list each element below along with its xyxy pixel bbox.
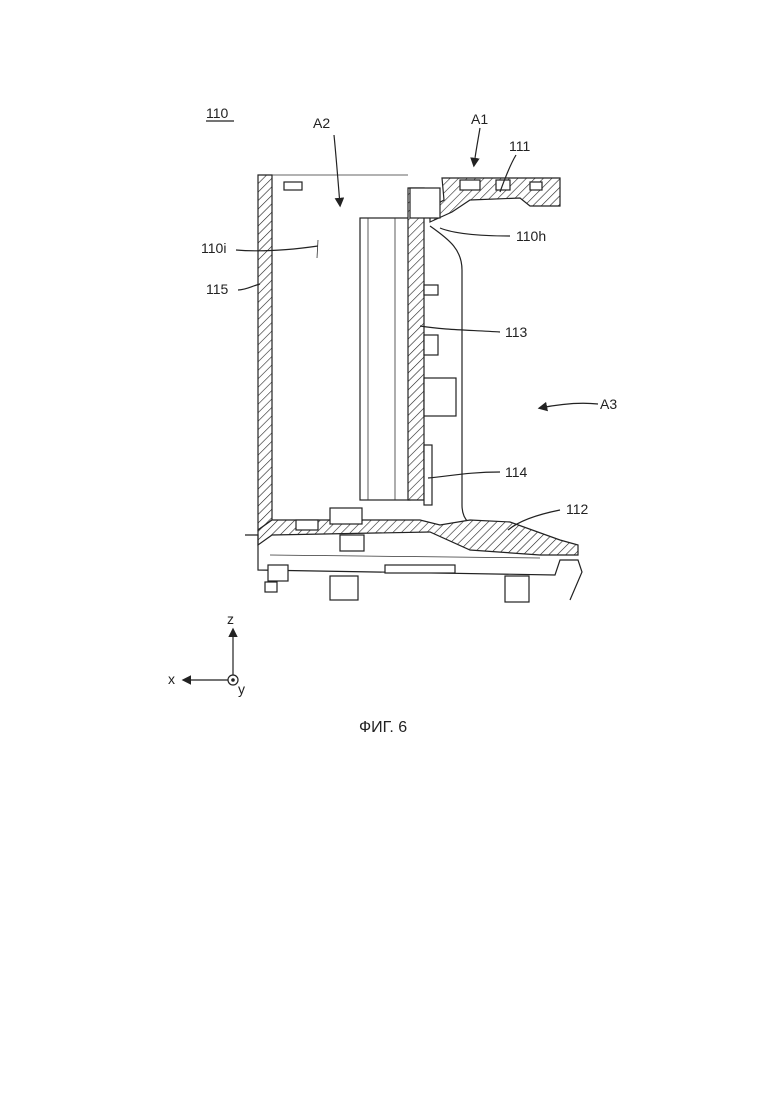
ref-110i-label: 110i <box>201 240 226 256</box>
ref-110-label: 110 <box>206 105 229 121</box>
axis-y-label: y <box>238 681 245 697</box>
axis-x-label: x <box>168 671 175 687</box>
ref-115-label: 115 <box>206 281 229 297</box>
ref-112-label: 112 <box>566 501 589 517</box>
top-left-window <box>284 182 302 190</box>
ref-113-label: 113 <box>505 324 528 340</box>
ref-A1-label: A1 <box>471 111 488 127</box>
inner-duct <box>360 218 410 500</box>
center-wall <box>408 188 424 500</box>
ref-110h-label: 110h <box>516 228 546 244</box>
ref-A2-label: A2 <box>313 115 330 131</box>
ref-114-label: 114 <box>505 464 528 480</box>
left-wall <box>258 175 272 530</box>
axis-z-label: z <box>227 611 234 627</box>
coordinate-axes: z x y <box>168 611 245 697</box>
ref-111-label: 111 <box>509 138 530 154</box>
figure-caption: ФИГ. 6 <box>359 719 407 736</box>
ref-A3-label: A3 <box>600 396 617 412</box>
